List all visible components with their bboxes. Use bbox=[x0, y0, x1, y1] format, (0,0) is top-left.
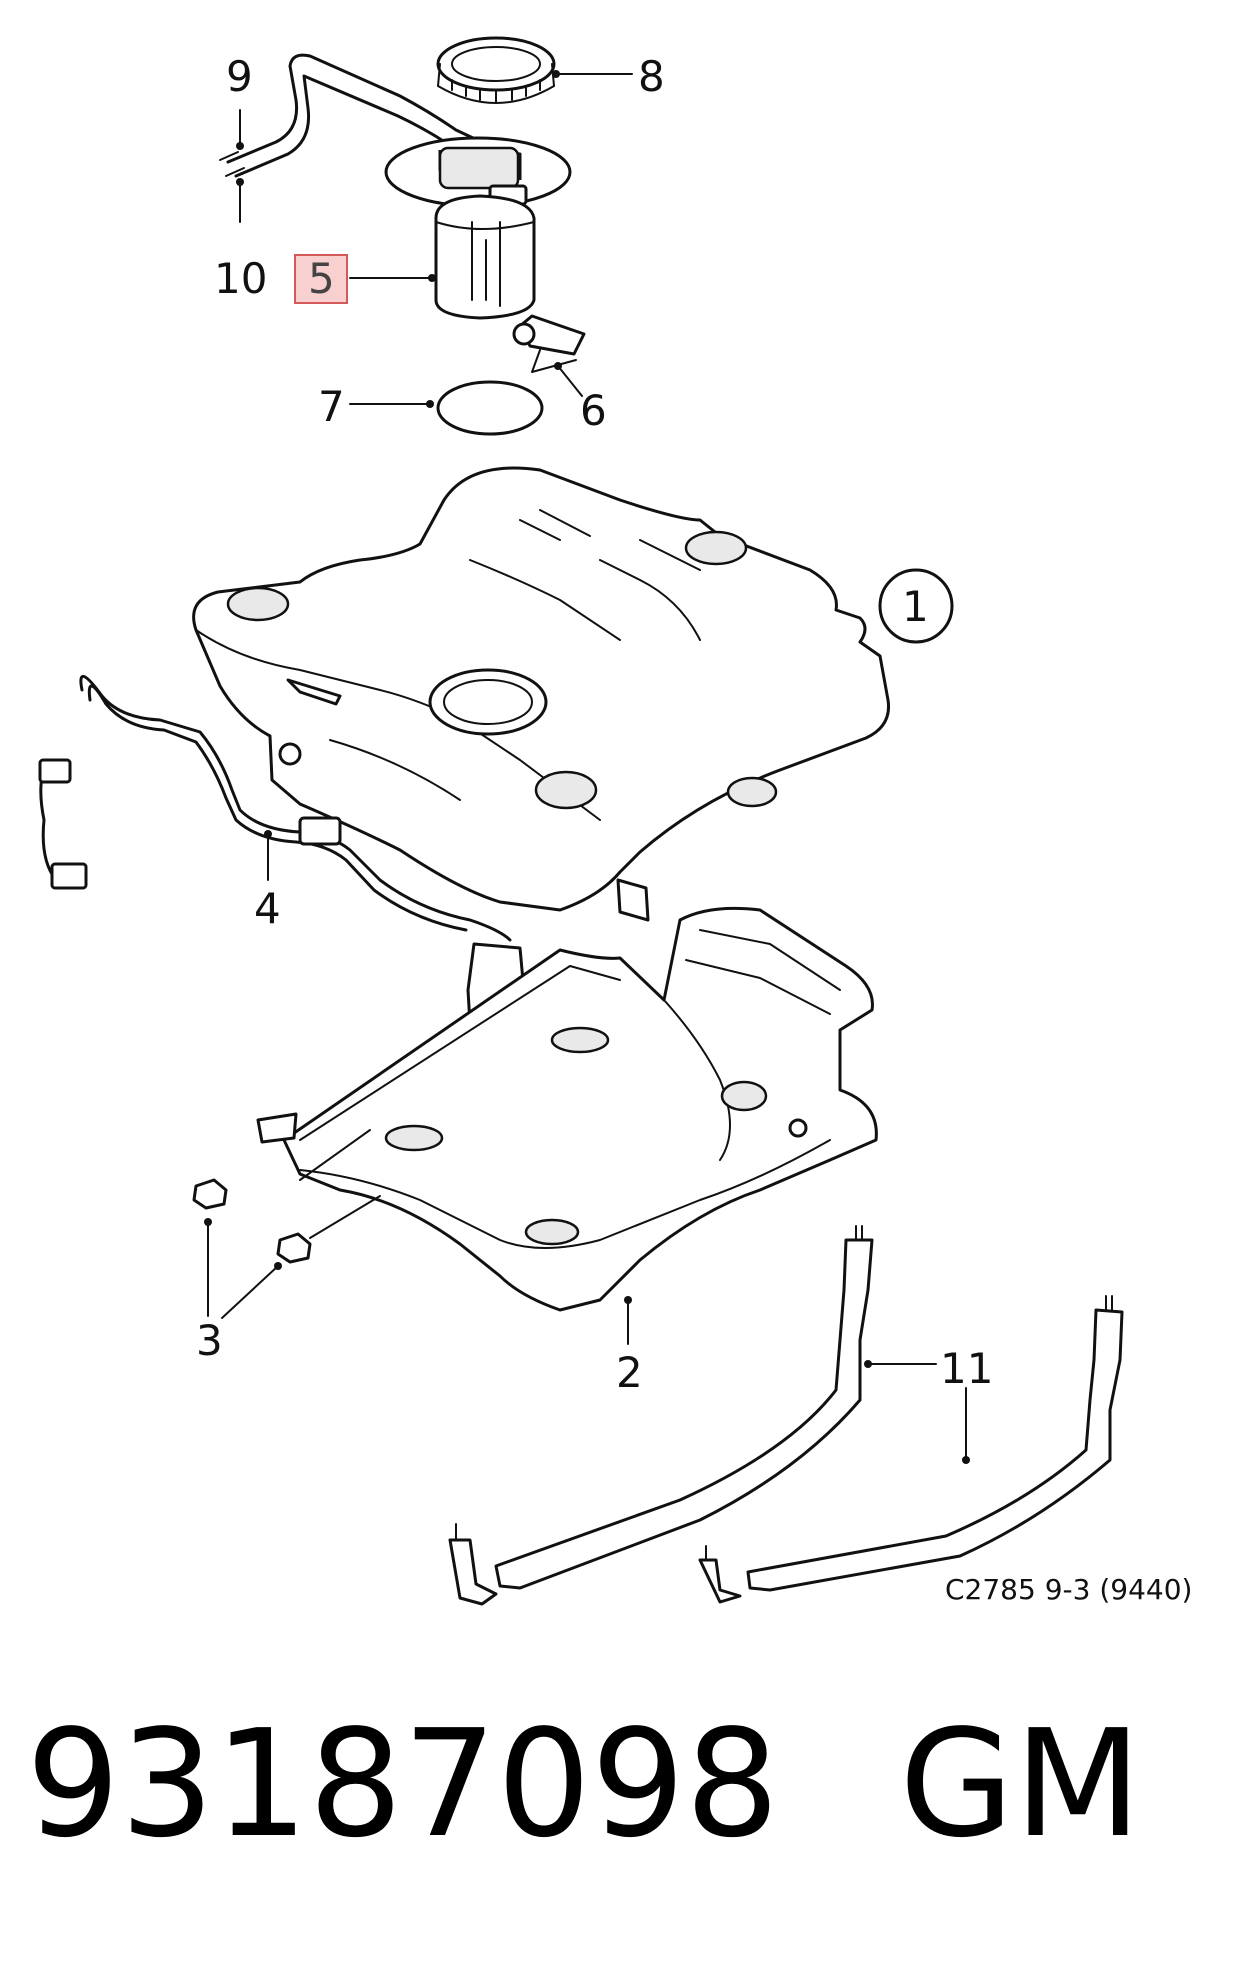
callout-9: 9 bbox=[226, 52, 253, 101]
leader-lines bbox=[204, 70, 970, 1464]
callout-6: 6 bbox=[580, 386, 607, 435]
fuel-tank-exploded-diagram bbox=[38, 36, 1124, 1606]
callout-1: 1 bbox=[902, 582, 929, 631]
callout-8: 8 bbox=[638, 52, 665, 101]
bolts bbox=[192, 1178, 312, 1264]
brand-name: GM bbox=[899, 1698, 1142, 1870]
callout-7: 7 bbox=[318, 382, 345, 431]
seal-ring bbox=[436, 380, 544, 436]
level-sensor bbox=[512, 314, 586, 373]
part-number: 93187098 bbox=[26, 1698, 780, 1870]
callout-5: 5 bbox=[308, 254, 335, 303]
callout-11: 11 bbox=[940, 1344, 994, 1393]
fuel-tank bbox=[192, 466, 891, 922]
callout-2: 2 bbox=[616, 1348, 643, 1397]
callout-1-circle bbox=[878, 568, 954, 644]
callout-3: 3 bbox=[196, 1316, 223, 1365]
callout-4: 4 bbox=[254, 884, 281, 933]
diagram-reference-code: C2785 9-3 (9440) bbox=[945, 1573, 1193, 1606]
heat-shield bbox=[256, 906, 878, 1312]
tank-straps bbox=[448, 1225, 1124, 1606]
fuel-pump-module bbox=[384, 136, 572, 320]
locking-ring bbox=[436, 36, 556, 104]
callout-10: 10 bbox=[214, 254, 268, 303]
callout-5-highlight bbox=[294, 254, 348, 304]
